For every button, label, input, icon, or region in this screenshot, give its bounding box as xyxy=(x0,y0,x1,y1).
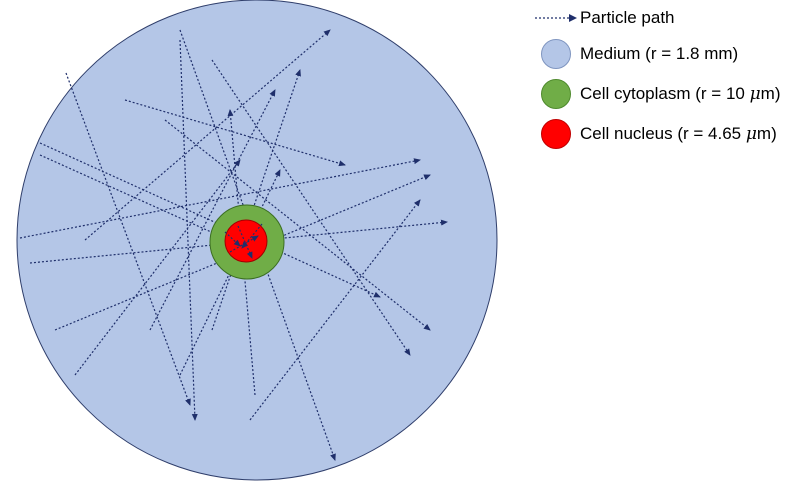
particle-paths-through-cell xyxy=(224,223,263,259)
particle-path-9 xyxy=(149,89,276,331)
particle-path-6 xyxy=(84,29,331,241)
nucleus-swatch-icon xyxy=(541,119,571,149)
legend-label-medium: Medium (r = 1.8 mm) xyxy=(580,44,739,63)
legend: Particle path Medium (r = 1.8 mm) Cell c… xyxy=(532,6,810,160)
inner-particle-path-1 xyxy=(224,231,241,247)
particle-path-12 xyxy=(164,119,431,331)
legend-label-nucleus: Cell nucleus (r = 4.65 μm) xyxy=(580,124,777,144)
dotted-arrow-icon xyxy=(535,14,577,22)
particle-path-1 xyxy=(65,72,191,406)
legend-label-cytoplasm: Cell cytoplasm (r = 10 μm) xyxy=(580,84,781,104)
legend-item-particle-path: Particle path xyxy=(532,6,810,30)
legend-label-particle-path: Particle path xyxy=(580,8,675,27)
inner-particle-path-4 xyxy=(229,235,259,253)
particle-path-17 xyxy=(39,154,241,246)
mu-symbol: μ xyxy=(749,84,761,104)
inner-particle-path-2 xyxy=(241,223,263,249)
particle-path-10 xyxy=(211,59,411,356)
medium-swatch-icon xyxy=(541,39,571,69)
nucleus-circle xyxy=(224,219,268,263)
mu-symbol: μ xyxy=(745,124,757,144)
particle-path-11 xyxy=(211,69,301,331)
legend-item-medium: Medium (r = 1.8 mm) xyxy=(532,39,810,69)
inner-particle-path-3 xyxy=(237,225,253,259)
legend-item-cytoplasm: Cell cytoplasm (r = 10 μm) xyxy=(532,79,810,109)
particle-path-18 xyxy=(179,39,198,421)
particle-path-14 xyxy=(74,159,241,376)
cytoplasm-swatch-icon xyxy=(541,79,571,109)
legend-item-nucleus: Cell nucleus (r = 4.65 μm) xyxy=(532,119,810,149)
